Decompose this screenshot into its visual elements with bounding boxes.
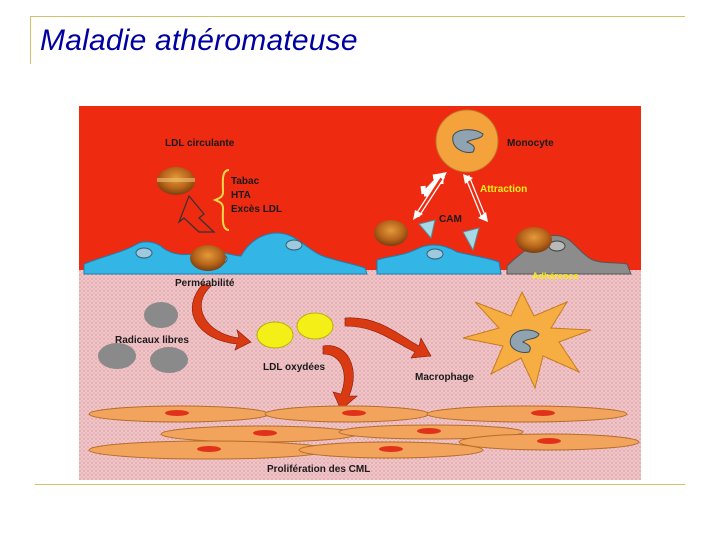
- oxidized-ldl: [256, 312, 334, 349]
- slide-top-rule: [30, 16, 685, 17]
- ldl-particle-crossing: [190, 245, 226, 271]
- slide-bottom-rule: [35, 484, 685, 485]
- smooth-muscle-cells: [88, 405, 640, 460]
- label-monocyte: Monocyte: [507, 138, 554, 149]
- arrow-oxidation: [344, 317, 432, 359]
- arrow-permeability: [192, 283, 252, 351]
- atherosclerosis-diagram: LDL circulante Tabac HTA Excès LDL Monoc…: [79, 106, 641, 480]
- label-radicaux-libres: Radicaux libres: [115, 335, 189, 346]
- arrow-ldl-entry: [177, 194, 216, 233]
- label-macrophage: Macrophage: [415, 372, 474, 383]
- cam-receptor-right: [462, 227, 480, 252]
- label-adherence: Adhérence: [532, 271, 579, 281]
- cam-receptor-left: [418, 219, 436, 240]
- slide-title: Maladie athéromateuse: [40, 24, 358, 57]
- label-cam: CAM: [439, 214, 462, 225]
- label-permeabilite: Perméabilité: [175, 278, 235, 289]
- label-proliferation: Prolifération des CML: [267, 464, 370, 475]
- ldl-particle-cam: [374, 220, 408, 246]
- slide-left-rule: [30, 16, 31, 64]
- label-exces-ldl: Excès LDL: [231, 204, 282, 215]
- monocyte-nucleus: [452, 129, 484, 153]
- label-attraction: Attraction: [480, 184, 527, 195]
- risk-factor-brace: [212, 169, 230, 231]
- label-hta: HTA: [231, 190, 251, 201]
- macrophage-nucleus: [509, 329, 540, 353]
- label-ldl-oxydees: LDL oxydées: [263, 362, 325, 373]
- ldl-particle-adherence: [516, 227, 552, 253]
- arrow-attraction-left: [414, 173, 446, 218]
- free-radicals: [98, 302, 188, 373]
- label-ldl-circulante: LDL circulante: [165, 138, 235, 149]
- label-tabac: Tabac: [231, 176, 260, 187]
